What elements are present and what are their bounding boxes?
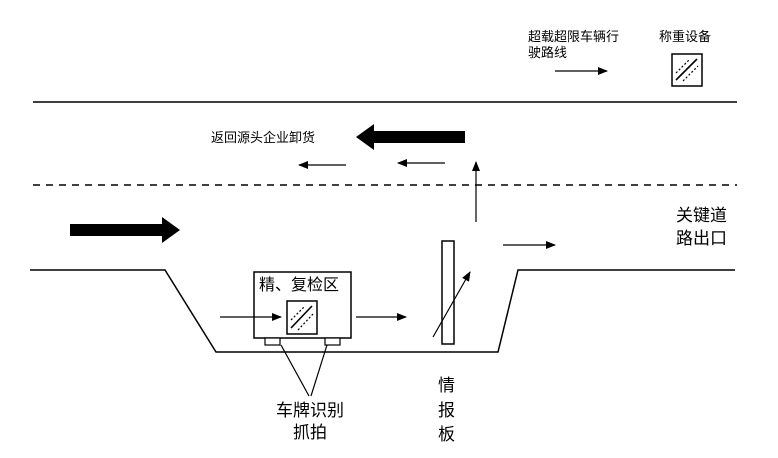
weigh-device-icon [286,300,318,335]
camera-left [264,337,281,346]
pointer-line-left [280,344,310,397]
return-route-label: 返回源头企业卸货 [211,131,316,146]
legend-weigh-icon [671,53,703,87]
plate-capture-label: 车牌识别抓拍 [276,401,344,444]
info-board-label: 情报板 [438,376,455,446]
arrow-diagonal-board [432,271,471,338]
pointer-line-right [310,344,328,397]
inspection-zone-label: 精、复检区 [259,275,340,294]
road-bottom-edge-with-bay [30,269,735,353]
legend-route-label: 超载超限车辆行驶路线 [528,30,620,61]
camera-right [324,337,341,346]
thick-arrow-left [356,124,465,150]
exit-label: 关键道路出口 [676,206,727,249]
thick-arrow-right [70,217,180,243]
info-board [441,240,455,345]
legend-weigh-label: 称重设备 [659,30,712,45]
